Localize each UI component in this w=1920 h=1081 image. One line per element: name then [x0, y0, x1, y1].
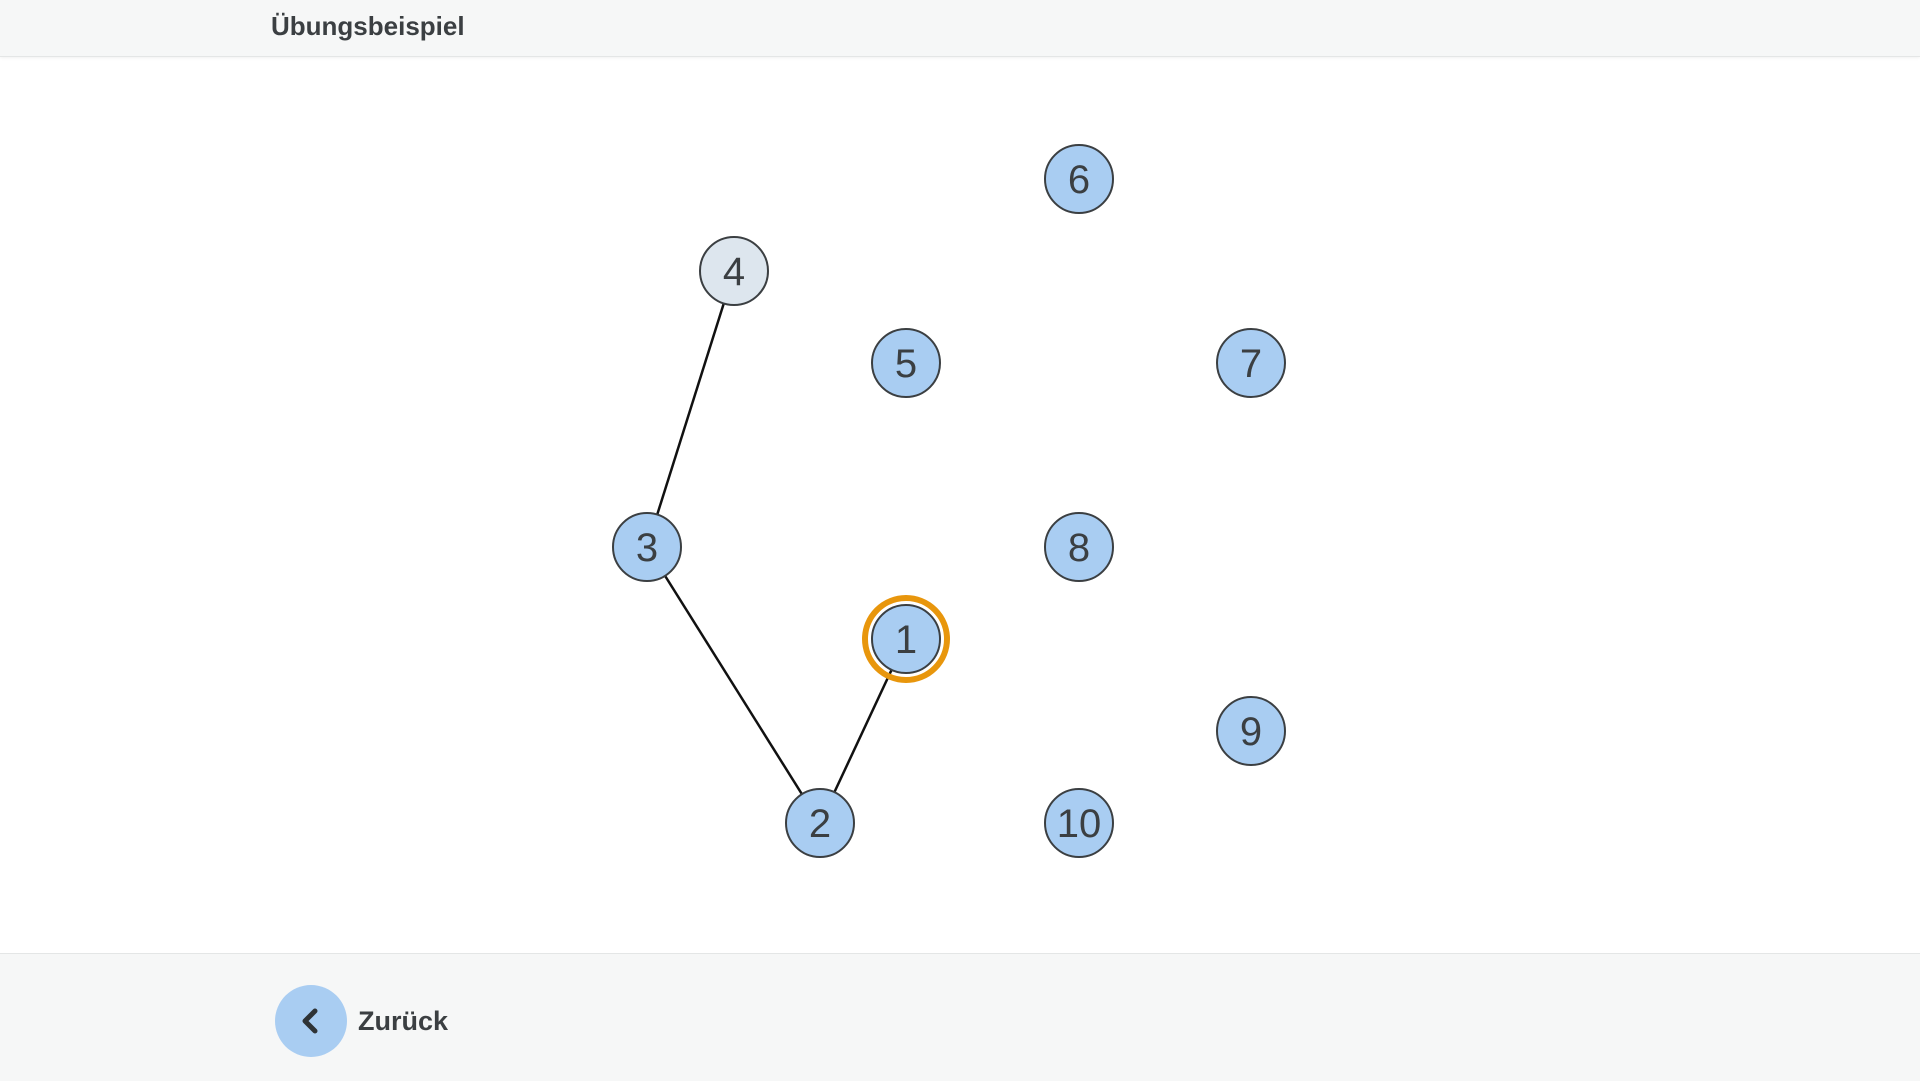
node-circle[interactable] — [612, 512, 682, 582]
node-circle[interactable] — [1044, 788, 1114, 858]
graph-node-1[interactable]: 1 — [862, 595, 950, 683]
page-title: Übungsbeispiel — [271, 11, 465, 41]
node-circle[interactable] — [1216, 328, 1286, 398]
node-label: 4 — [723, 250, 745, 294]
footer-bar: Zurück — [0, 953, 1920, 1081]
node-circle[interactable] — [1216, 696, 1286, 766]
node-label: 5 — [895, 342, 917, 386]
node-circle[interactable] — [785, 788, 855, 858]
graph-node-9[interactable]: 9 — [1216, 696, 1286, 766]
edges-layer — [645, 270, 908, 824]
header-bar: Übungsbeispiel — [0, 0, 1920, 57]
node-highlight-ring — [862, 595, 950, 683]
graph-node-4[interactable]: 4 — [699, 236, 769, 306]
node-circle[interactable] — [1044, 144, 1114, 214]
node-label: 7 — [1240, 342, 1262, 386]
graph-node-5[interactable]: 5 — [871, 328, 941, 398]
graph-node-2[interactable]: 2 — [785, 788, 855, 858]
graph-node-7[interactable]: 7 — [1216, 328, 1286, 398]
back-button-label: Zurück — [358, 1005, 449, 1036]
node-circle[interactable] — [1044, 512, 1114, 582]
node-label: 9 — [1240, 710, 1262, 754]
node-circle[interactable] — [699, 236, 769, 306]
back-button[interactable]: Zurück — [275, 985, 448, 1057]
node-label: 8 — [1068, 526, 1090, 570]
node-label: 2 — [809, 802, 831, 846]
node-label: 1 — [895, 618, 917, 662]
graph-node-6[interactable]: 6 — [1044, 144, 1114, 214]
node-circle[interactable] — [871, 328, 941, 398]
graph-node-10[interactable]: 10 — [1044, 788, 1114, 858]
graph-canvas: 1 2 3 4 5 6 7 8 9 10 — [0, 57, 1920, 953]
back-button-circle[interactable] — [275, 985, 347, 1057]
chevron-left-icon — [302, 1008, 318, 1034]
graph-node-8[interactable]: 8 — [1044, 512, 1114, 582]
graph-node-3[interactable]: 3 — [612, 512, 682, 582]
edge-2-3 — [645, 546, 822, 824]
node-label: 10 — [1057, 802, 1102, 846]
node-circle[interactable] — [871, 604, 941, 674]
graph-svg: 1 2 3 4 5 6 7 8 9 10 — [612, 144, 1286, 858]
node-label: 3 — [636, 526, 658, 570]
nodes-layer: 1 2 3 4 5 6 7 8 9 10 — [612, 144, 1286, 858]
node-label: 6 — [1068, 158, 1090, 202]
edge-3-4 — [645, 270, 736, 548]
